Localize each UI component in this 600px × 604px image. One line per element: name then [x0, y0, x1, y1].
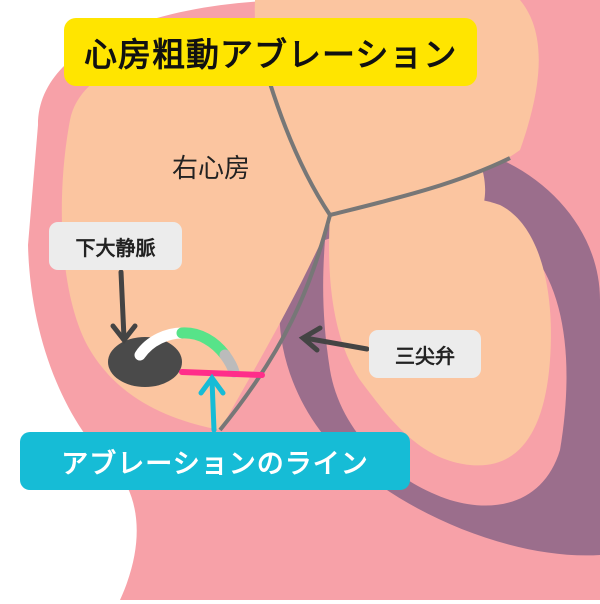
ablation-line-label: アブレーションのライン: [20, 432, 410, 490]
tricuspid-valve-label: 三尖弁: [369, 330, 481, 378]
ivc-opening: [108, 337, 182, 387]
catheter-tip: [219, 349, 240, 378]
ablation-line: [179, 369, 265, 378]
septum-line: [253, 29, 511, 218]
right-atrium-label: 右心房: [172, 154, 251, 184]
ivc-pointer-arrow: [110, 269, 138, 345]
page-title: 心房粗動アブレーション: [64, 18, 478, 86]
valve-pointer-arrow: [298, 325, 370, 353]
ivc-label: 下大静脈: [49, 222, 182, 270]
ablation-pointer-arrow: [198, 373, 226, 433]
atrioventricular-line: [218, 214, 332, 432]
